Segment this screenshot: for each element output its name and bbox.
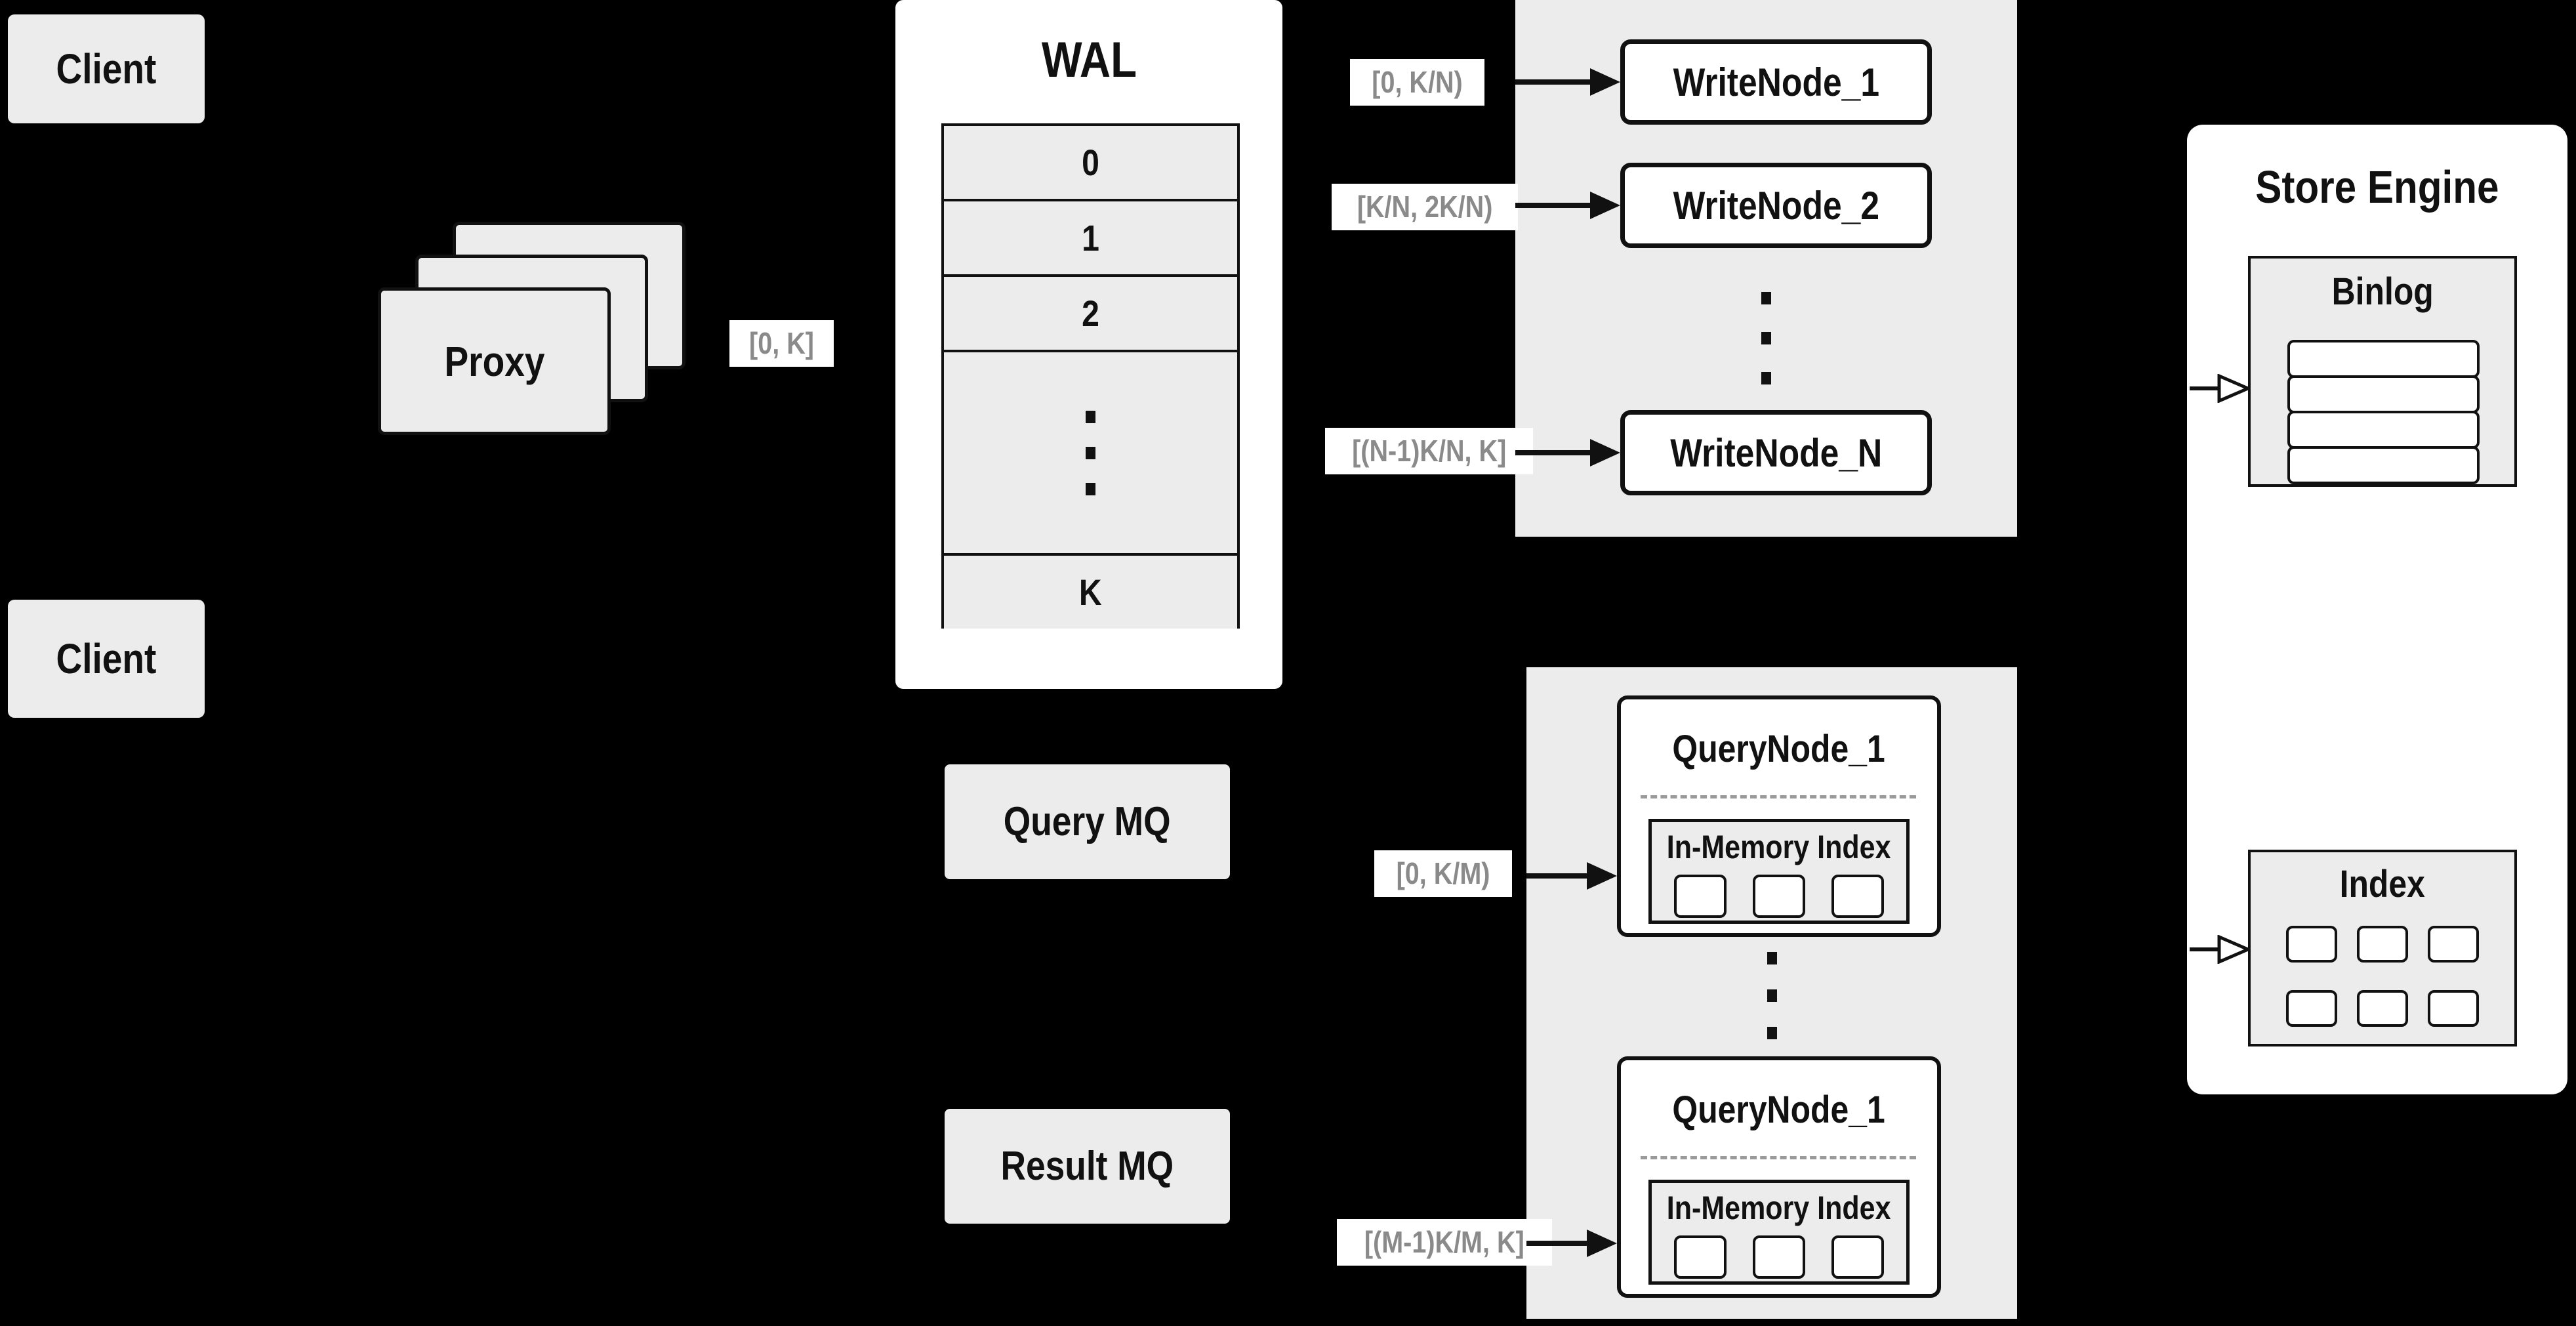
range-label-proxy-text: [0, K] xyxy=(749,326,814,360)
wal-title: WAL xyxy=(1041,31,1137,88)
range-label-query-1: [0, K/M) xyxy=(1374,850,1513,897)
writenode-n-box: WriteNode_N xyxy=(1620,410,1932,495)
writenode-1-box: WriteNode_1 xyxy=(1620,39,1932,125)
arrow-head-writenode-2 xyxy=(1590,192,1620,219)
segment xyxy=(1831,1235,1884,1279)
ellipsis-dot xyxy=(1767,989,1777,1002)
wal-row-1: 1 xyxy=(944,201,1237,277)
inmemory-index-bottom-title: In-Memory Index xyxy=(1667,1190,1891,1226)
range-label-proxy: [0, K] xyxy=(729,320,834,367)
arrow-line-writenode-n xyxy=(1515,450,1593,455)
querynode-top-title: QueryNode_1 xyxy=(1672,727,1886,770)
writenode-2-box: WriteNode_2 xyxy=(1620,163,1932,248)
inmemory-segments-bottom xyxy=(1652,1235,1906,1279)
index-box: Index xyxy=(2248,850,2517,1046)
ellipsis-dot xyxy=(1086,410,1095,423)
store-engine-title: Store Engine xyxy=(2255,161,2499,213)
binlog-row xyxy=(2287,340,2480,378)
client-bottom-box: Client xyxy=(8,600,205,718)
arrow-line-writenode-2 xyxy=(1515,203,1593,208)
wal-table: 0 1 2 K xyxy=(941,123,1240,629)
ellipsis-dot xyxy=(1761,371,1771,384)
ellipsis-dot xyxy=(1086,482,1095,495)
index-segment xyxy=(2286,990,2337,1027)
index-segment xyxy=(2428,990,2479,1027)
arrow-line-writenode-1 xyxy=(1515,79,1593,85)
arrow-head-querynode-1 xyxy=(1587,862,1617,890)
arrow-head-writenode-1 xyxy=(1590,68,1620,96)
wal-row-2: 2 xyxy=(944,277,1237,352)
binlog-title: Binlog xyxy=(2331,270,2434,313)
ellipsis-dot xyxy=(1761,291,1771,304)
query-mq-box: Query MQ xyxy=(945,764,1230,879)
arrow-head-querynode-m xyxy=(1587,1230,1617,1257)
querynode-bottom-title: QueryNode_1 xyxy=(1672,1088,1886,1131)
store-engine-box: Store Engine Binlog Index xyxy=(2187,125,2567,1094)
querynode-ellipsis xyxy=(1526,940,2017,1051)
segment xyxy=(1831,875,1884,918)
index-segments xyxy=(2251,926,2514,1027)
binlog-row xyxy=(2287,375,2480,413)
client-top-box: Client xyxy=(8,14,205,123)
range-label-write-1: [0, K/N) xyxy=(1350,59,1484,106)
inmemory-index-top-title: In-Memory Index xyxy=(1667,829,1891,865)
binlog-row xyxy=(2287,446,2480,484)
ellipsis-dot xyxy=(1761,331,1771,344)
ellipsis-dot xyxy=(1767,951,1777,964)
segment xyxy=(1674,1235,1727,1279)
index-segment xyxy=(2286,926,2337,963)
range-label-write-2: [K/N, 2K/N) xyxy=(1332,184,1519,230)
binlog-rows xyxy=(2287,340,2480,484)
ellipsis-dot xyxy=(1086,446,1095,459)
querynode-top-box: QueryNode_1 In-Memory Index xyxy=(1617,695,1941,937)
proxy-box: Proxy xyxy=(378,287,611,435)
ellipsis-dot xyxy=(1767,1026,1777,1039)
index-segment xyxy=(2357,926,2408,963)
arrow-head-writenode-n xyxy=(1590,439,1620,466)
segment xyxy=(1753,1235,1805,1279)
client-top-label: Client xyxy=(56,45,157,93)
writenode-ellipsis xyxy=(1515,276,2017,400)
segment xyxy=(1753,875,1805,918)
arrow-line-querynode-m xyxy=(1526,1241,1589,1246)
wal-row-k: K xyxy=(944,556,1237,629)
arrow-line-querynode-1 xyxy=(1526,873,1589,879)
range-label-write-n: [(N-1)K/N, K] xyxy=(1325,428,1534,474)
proxy-label: Proxy xyxy=(444,337,544,385)
wal-row-ellipsis xyxy=(944,352,1237,556)
binlog-box: Binlog xyxy=(2248,256,2517,487)
inmemory-index-bottom-box: In-Memory Index xyxy=(1648,1180,1910,1285)
inmemory-index-top-box: In-Memory Index xyxy=(1648,819,1910,924)
wal-row-0: 0 xyxy=(944,126,1237,201)
arrow-head-index xyxy=(2217,935,2250,964)
querynode-top-divider xyxy=(1641,795,1916,798)
binlog-row xyxy=(2287,411,2480,449)
arrow-line-index xyxy=(2190,947,2221,951)
result-mq-box: Result MQ xyxy=(945,1109,1230,1224)
range-label-query-m: [(M-1)K/M, K] xyxy=(1337,1219,1552,1266)
querynode-bottom-divider xyxy=(1641,1156,1916,1159)
wal-box: WAL 0 1 2 K xyxy=(895,0,1282,689)
segment xyxy=(1674,875,1727,918)
querynode-bottom-box: QueryNode_1 In-Memory Index xyxy=(1617,1056,1941,1298)
arrow-head-binlog xyxy=(2217,374,2250,403)
client-bottom-label: Client xyxy=(56,635,157,682)
index-segment xyxy=(2357,990,2408,1027)
inmemory-segments-top xyxy=(1652,875,1906,918)
arrow-line-binlog xyxy=(2190,386,2221,390)
index-title: Index xyxy=(2339,862,2426,905)
index-segment xyxy=(2428,926,2479,963)
